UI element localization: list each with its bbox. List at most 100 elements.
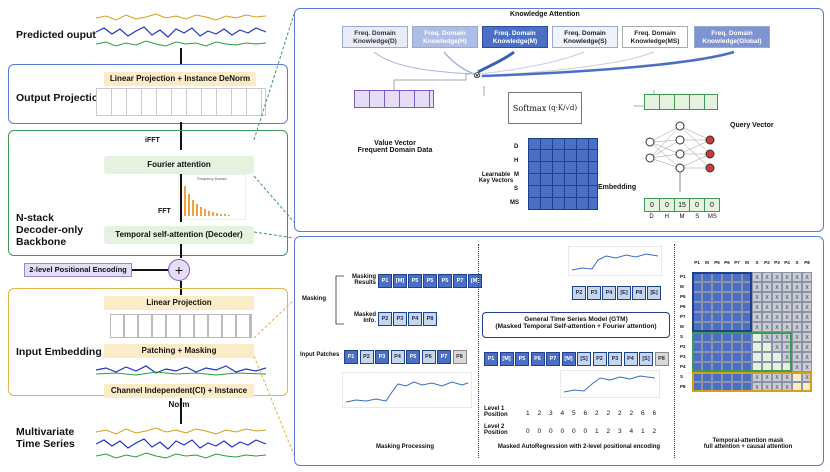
mask-cell: X	[752, 282, 762, 292]
position-value: 0	[572, 428, 576, 435]
input-patches-label: Input Patches	[300, 352, 340, 358]
mask-cell: X	[782, 302, 792, 312]
mask-row-label: P5	[680, 294, 686, 299]
mask-col-label: M	[705, 260, 709, 265]
patch-cell: [M]	[468, 274, 482, 288]
position-value: 1	[526, 410, 530, 417]
patch-cell: P4	[390, 350, 405, 364]
masking-processing-label: Masking Processing	[375, 444, 435, 450]
bottom-panel	[294, 236, 824, 466]
patch-cell: P5	[408, 274, 422, 288]
mask-cell	[702, 282, 712, 292]
mask-cell: X	[792, 322, 802, 332]
mask-cell	[762, 352, 772, 362]
patch-cell: P1	[484, 352, 498, 366]
knowledge-title: Knowledge Attention	[510, 11, 580, 18]
positional-encoding-box: 2-level Positional Encoding	[24, 263, 132, 277]
mask-cell: X	[782, 292, 792, 302]
predicted-output-series	[96, 13, 266, 47]
level1-label: Level 1 Position	[484, 406, 508, 418]
mask-cell: X	[792, 302, 802, 312]
mask-cell	[762, 342, 772, 352]
mask-row-label: P8	[680, 384, 686, 389]
knowledge-box-global: Freq. Domain Knowledge(Global)	[694, 26, 770, 48]
position-value: 2	[652, 428, 657, 435]
channel-independent-box: Channel Independent(CI) + Instance Norm	[104, 384, 254, 409]
mask-cell: X	[772, 292, 782, 302]
mask-cell: X	[772, 342, 782, 352]
patching-masking-box: Patching + Masking	[104, 344, 254, 358]
position-value: 2	[618, 410, 622, 417]
emb-value-1: 0	[660, 199, 675, 211]
mask-cell	[722, 282, 732, 292]
position-value: 0	[526, 428, 530, 435]
mask-col-label: P6	[724, 260, 730, 265]
mask-cell	[722, 312, 732, 322]
mask-cell: X	[772, 302, 782, 312]
patch-cell: P4	[623, 352, 638, 366]
linear-projection-box: Linear Projection	[104, 296, 254, 310]
query-vector-label: Query Vector	[730, 122, 774, 129]
position-value: 6	[652, 410, 657, 417]
mask-col-label: M	[745, 260, 749, 265]
mask-cell: X	[762, 292, 772, 302]
patch-cell: P8	[423, 312, 437, 326]
masked-ar-label: Masked AutoRegression with 2-level posit…	[497, 444, 661, 450]
position-value: 2	[606, 410, 611, 417]
mask-cell: X	[802, 352, 812, 362]
patch-cell: P4	[408, 312, 422, 326]
mask-cell	[712, 342, 722, 352]
input-series-blue	[96, 365, 266, 376]
arrow-up-6	[180, 398, 182, 424]
mask-cell: X	[792, 332, 802, 342]
mask-cell	[742, 352, 752, 362]
patch-cell: P6	[530, 352, 545, 366]
temporal-self-attention-box: Temporal self-attention (Decoder)	[104, 226, 254, 244]
mask-col-label: P4	[784, 260, 790, 265]
output-patch-strip	[96, 88, 266, 116]
emb-label-1: H	[664, 214, 669, 220]
emb-value-2: 15	[675, 199, 690, 211]
dashed-connectors	[253, 13, 295, 456]
arrow-up-2	[180, 122, 182, 150]
fourier-attention-box: Fourier attention	[104, 156, 254, 174]
patch-cell: [E]	[617, 286, 631, 300]
embedding-labels: D H M S MS	[644, 214, 720, 220]
mask-row-label: P2	[680, 344, 686, 349]
ifft-label: iFFT	[145, 137, 160, 144]
mask-cell: X	[802, 362, 812, 372]
gtm-box: General Time Series Model (GTM) (Masked …	[482, 312, 670, 338]
mask-row-label: M	[680, 324, 684, 329]
freq-plot-title: Frequency Domain	[197, 177, 227, 181]
mask-row-label: S	[680, 374, 684, 379]
key-row-h: H	[514, 158, 519, 164]
input-embedding-title: Input Embedding	[16, 346, 102, 358]
knowledge-attention-panel	[294, 8, 824, 232]
mask-cell	[712, 312, 722, 322]
mask-cell	[722, 302, 732, 312]
position-value: 2	[629, 410, 634, 417]
position-value: 0	[537, 428, 542, 435]
value-vector-label: Value Vector Frequent Domain Data	[357, 140, 433, 154]
patch-cell: P1	[344, 350, 358, 364]
patch-cell: P3	[587, 286, 601, 300]
gtm-sub: (Masked Temporal Self-attention + Fourie…	[495, 323, 657, 330]
multivariate-title: Multivariate Time Series	[16, 426, 75, 450]
mask-cell: X	[782, 272, 792, 282]
mask-row-label: P6	[680, 304, 686, 309]
mask-row-label: P4	[680, 364, 686, 369]
arrow-up-3	[180, 174, 182, 222]
frequency-domain-plot: Frequency Domain	[178, 174, 246, 220]
mask-cell: X	[782, 312, 792, 322]
output-projection-title: Output Projection	[16, 92, 105, 104]
mask-cell	[712, 302, 722, 312]
position-value: 2	[537, 410, 542, 417]
mask-col-label: S	[755, 260, 759, 265]
patch-cell: [M]	[561, 352, 576, 366]
mask-cell	[712, 292, 722, 302]
causal-block-outline	[692, 332, 792, 372]
emb-label-4: MS	[707, 214, 717, 220]
mask-cell	[752, 342, 762, 352]
mask-cell: X	[802, 332, 812, 342]
mask-cell: X	[802, 302, 812, 312]
